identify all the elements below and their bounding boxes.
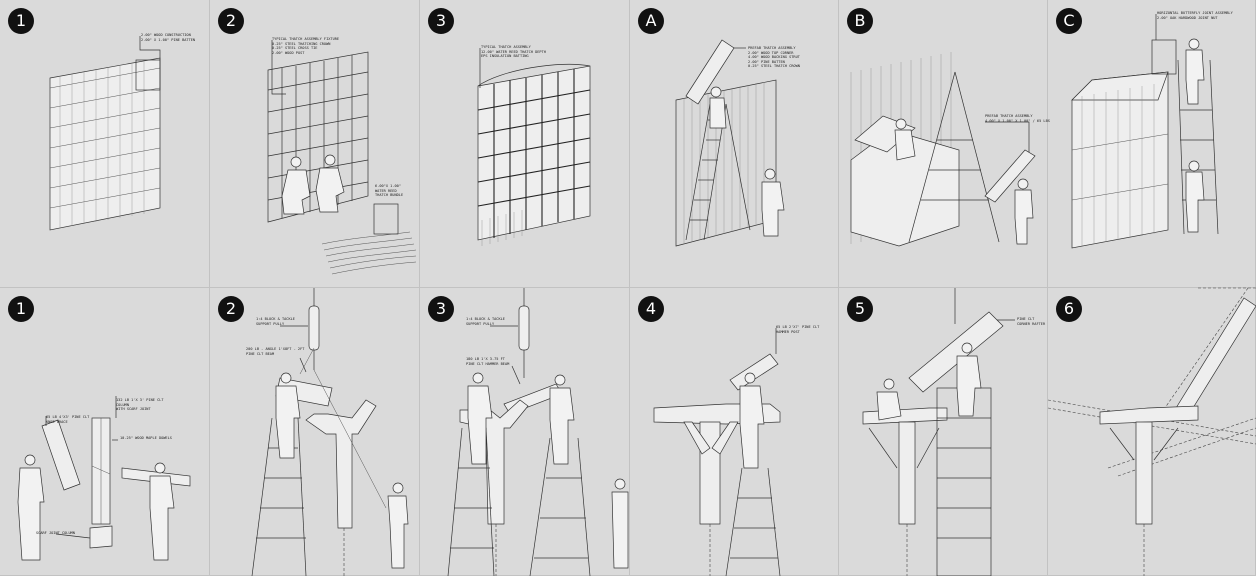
wall-framing-drawing	[49, 36, 161, 231]
callout-scarf-joint: SCARF JOINT COLUMN	[36, 531, 75, 535]
step-badge: 4	[638, 296, 664, 322]
callout-corner-rafter: PINE CLT CORNER RAFTER	[1017, 317, 1046, 326]
step-badge: 3	[428, 8, 454, 34]
step-badge: A	[638, 8, 664, 34]
panel-top-2: 2 TYPICAL THATCH ASSEMBL	[210, 0, 420, 288]
callout-hammer-beam: 180 LB 1'X 3.75 FT PINE CLT HAMMER BEAM	[466, 357, 510, 366]
callout-thatch-fixture: TYPICAL THATCH ASSEMBLY FIXTURE 0.25" ST…	[272, 37, 340, 55]
step-badge: 3	[428, 296, 454, 322]
callout-pulley: 1:4 BLOCK & TACKLE SUPPORT PULLY	[466, 317, 505, 326]
panel-top-b: B PREFAB THATCH ASSEMBLY 4.00" X 1.00" X…	[839, 0, 1050, 288]
thatch-assembly-drawing	[477, 48, 591, 246]
panel-bottom-2: 2 1:4 BLOCK & TACKLE SUPPORT PULLY 200 L…	[210, 288, 420, 576]
callout-wood-construction: 2.00" WOOD CONSTRUCTION 2.00" X 1.00" PI…	[141, 33, 196, 42]
panel-bottom-1: 1 65 LB 4'X3' PINE CLT KNEE BRACE 132 LB…	[0, 288, 210, 576]
callout-butterfly-joint: HORIZONTAL BUTTERFLY JOINT ASSEMBLY 2.00…	[1157, 11, 1233, 20]
callout-column: 132 LB 1'X 3' PINE CLT COLUMN WITH SCARF…	[116, 398, 164, 412]
prefab-stack-drawing	[850, 52, 1036, 247]
callout-pulley: 1:4 BLOCK & TACKLE SUPPORT PULLY	[256, 317, 295, 326]
prefab-lift-drawing	[675, 39, 785, 247]
step-badge: 2	[218, 296, 244, 322]
corner-rafter-drawing	[862, 288, 1015, 576]
step-badge: B	[847, 8, 873, 34]
callout-clt-beam: 200 LB - ANGLE 1'X8FT - 2FT PINE CLT BEA…	[246, 347, 305, 356]
callout-prefab-weight: PREFAB THATCH ASSEMBLY 4.00" X 1.00" X 1…	[985, 114, 1050, 123]
callout-thatch-bundle: 6.00"X 1.00" WATER REED THATCH BUNDLE	[375, 184, 404, 198]
step-badge: 6	[1056, 296, 1082, 322]
completed-truss-drawing	[1047, 287, 1256, 576]
step-badge: C	[1056, 8, 1082, 34]
step-badge: 5	[847, 296, 873, 322]
panel-top-a: A PREFAB THATCH ASSEMBLY 2.00"	[630, 0, 839, 288]
callout-maple-dowels: 10.25" WOOD MAPLE DOWELS	[120, 436, 172, 440]
thatch-fixture-drawing	[267, 40, 417, 275]
step-badge: 2	[218, 8, 244, 34]
panel-bottom-3: 3 1:4 BLOCK & TACKLE SUPPORT PULLY 180 L…	[420, 288, 630, 576]
callout-thatch-assembly: TYPICAL THATCH ASSEMBLY 12.00" WATER REE…	[481, 45, 546, 59]
panel-top-c: C HORIZONTAL BUTTERFLY JOINT ASSEMBLY	[1048, 0, 1256, 288]
panel-bottom-6: 6	[1047, 287, 1256, 576]
hammer-beam-drawing	[447, 288, 629, 576]
beam-hoist-drawing	[251, 288, 409, 576]
butterfly-joint-drawing	[1071, 14, 1219, 249]
step-badge: 1	[8, 8, 34, 34]
panel-top-1: 1 2.00" WOOD CONSTRUCTION 2.00" X 1.00" …	[0, 0, 210, 288]
panel-top-3: 3 TYPICAL THATCH ASSEMBLY 12.00" WATER R…	[420, 0, 630, 288]
step-badge: 1	[8, 296, 34, 322]
panel-bottom-4: 4 65 LB 2'X7' PINE CLT HAMMER POST	[630, 288, 839, 576]
callout-prefab-assembly: PREFAB THATCH ASSEMBLY 2.00" WOOD TOP CO…	[748, 46, 800, 69]
callout-hammer-post: 65 LB 2'X7' PINE CLT HAMMER POST	[776, 325, 820, 334]
hammer-post-drawing	[653, 328, 781, 576]
panel-bottom-5: 5 PINE CLT CORNER RAFTER	[839, 288, 1048, 576]
callout-knee-brace: 65 LB 4'X3' PINE CLT KNEE BRACE	[46, 415, 90, 424]
scarf-column-drawing	[17, 396, 191, 561]
